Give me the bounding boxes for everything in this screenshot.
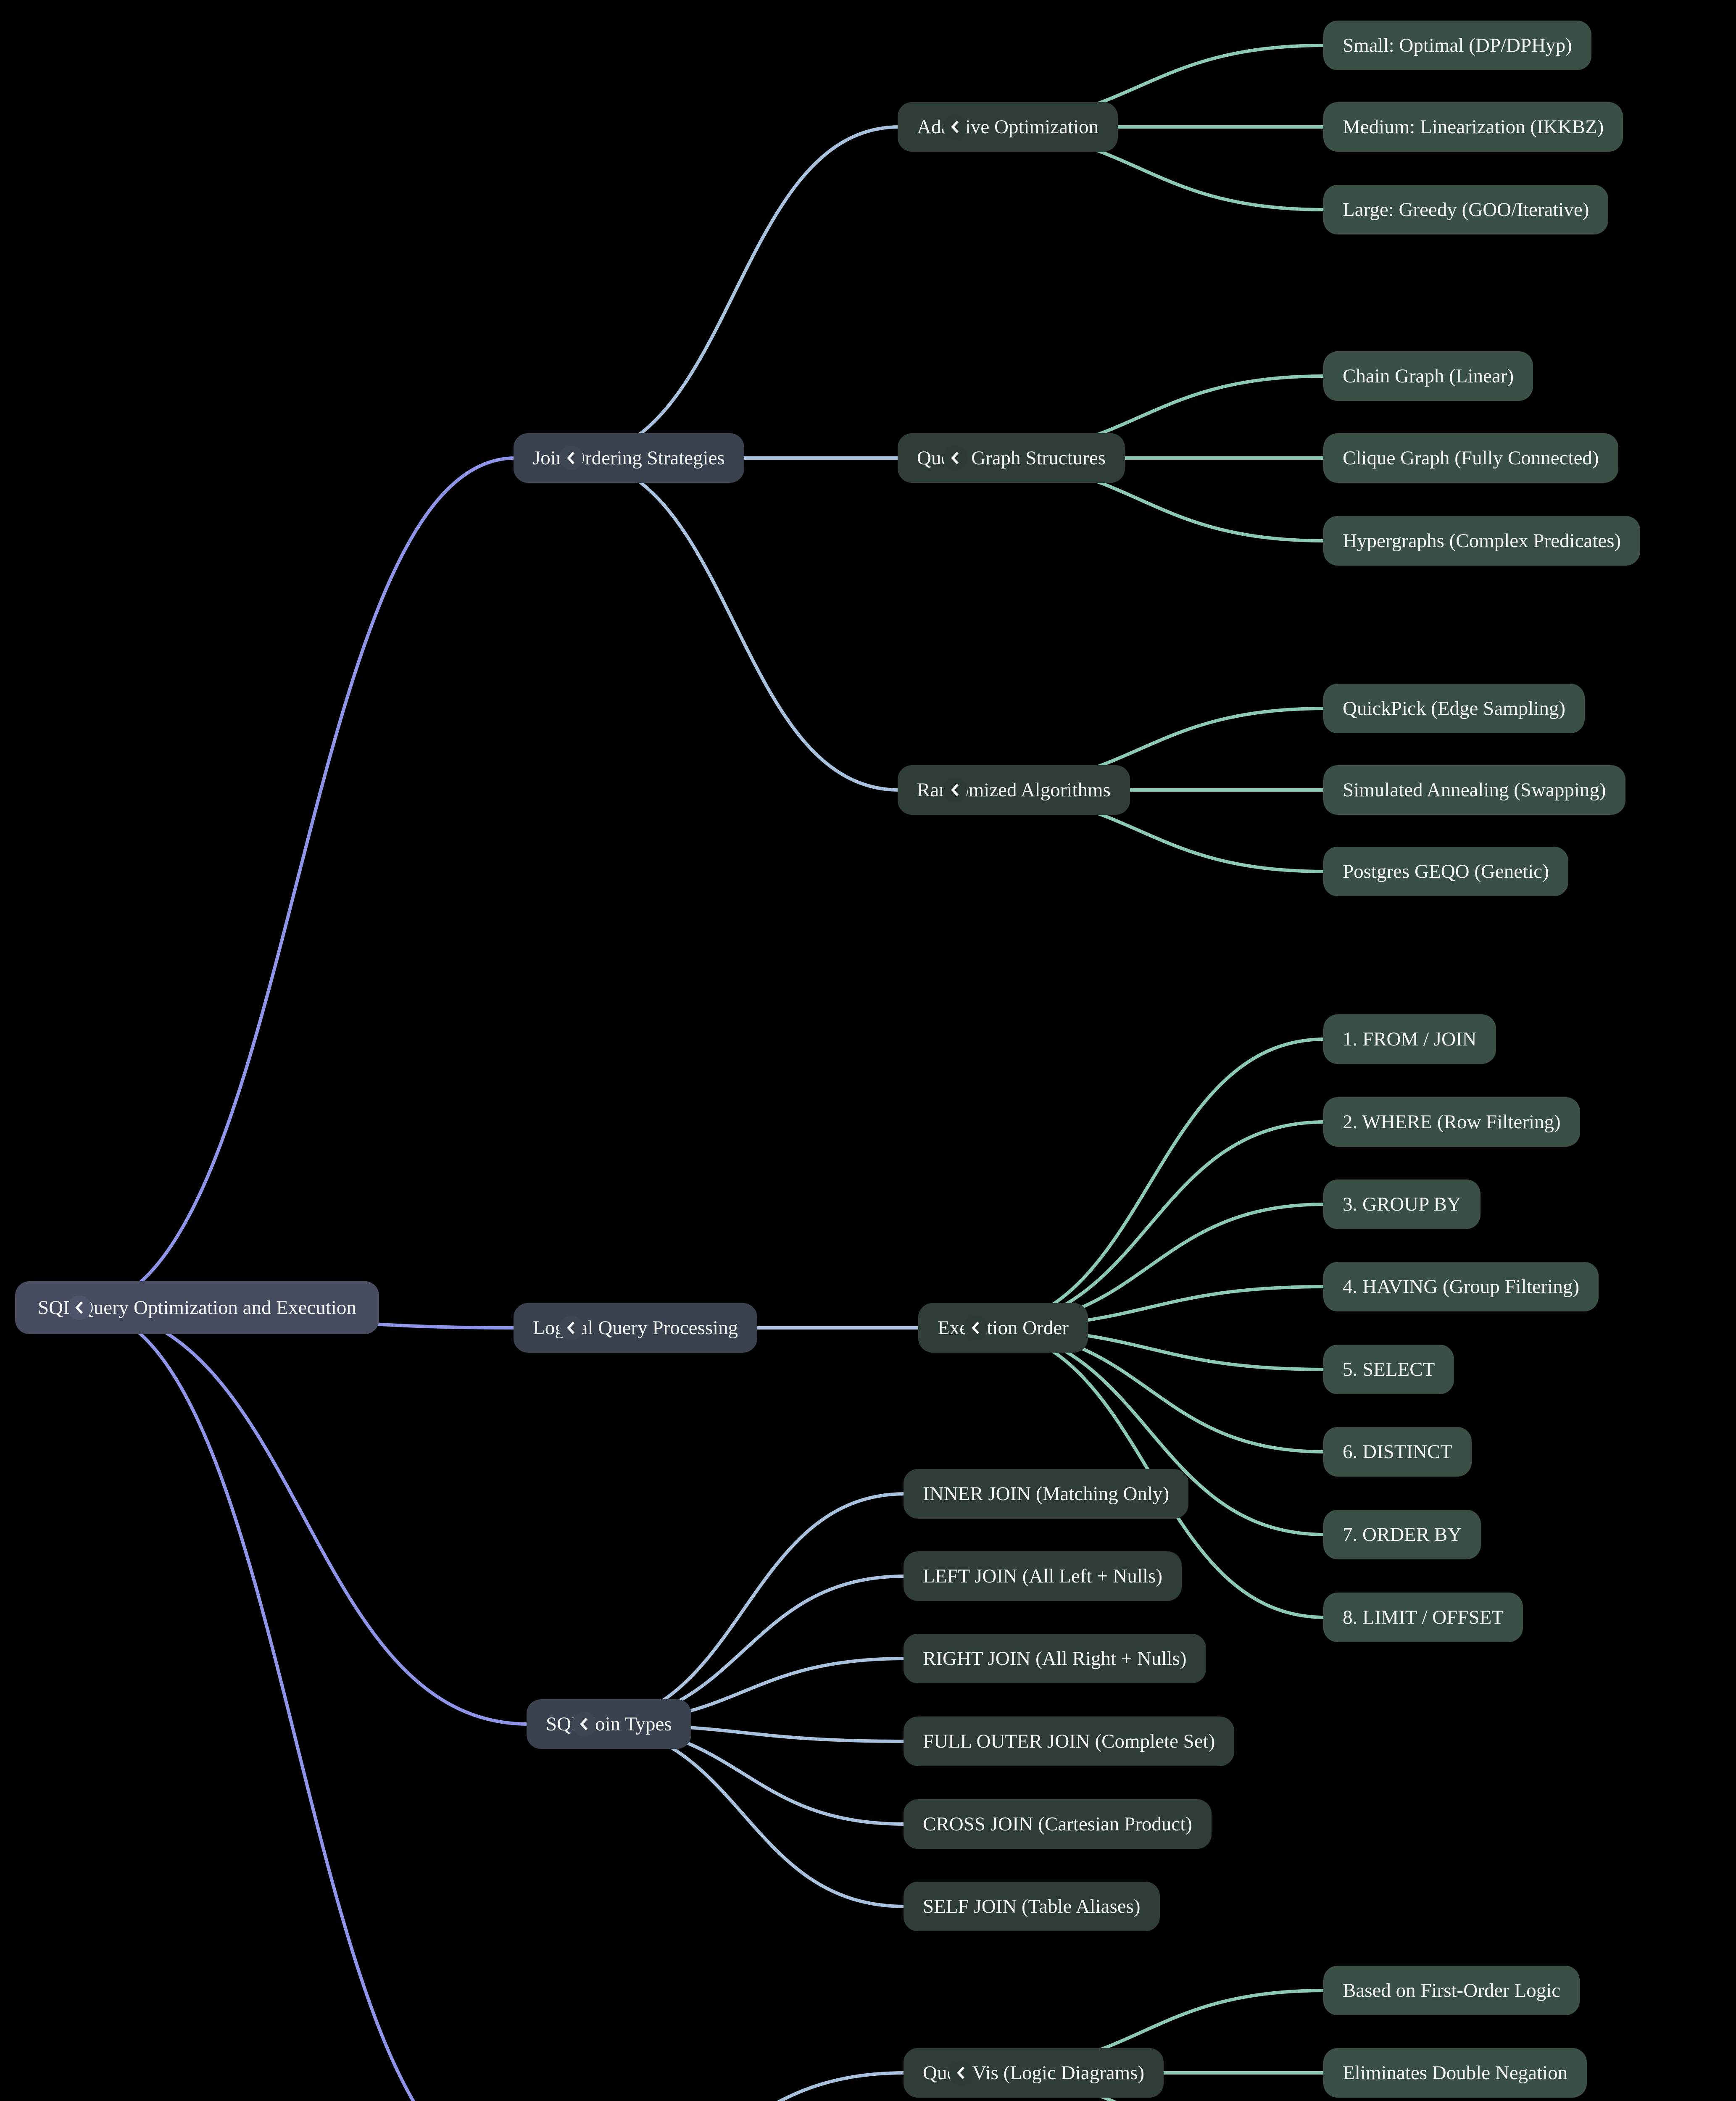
node-label: 1. FROM / JOIN (1343, 1028, 1477, 1050)
node-label: RIGHT JOIN (All Right + Nulls) (923, 1648, 1187, 1669)
node-label: Large: Greedy (GOO/Iterative) (1343, 199, 1589, 221)
chevron-left-icon (567, 1322, 575, 1334)
chevron-left-icon (957, 2067, 965, 2079)
node-join-ordering-strategies[interactable]: Join Ordering Strategies (514, 433, 744, 483)
node-1-from-join[interactable]: 1. FROM / JOIN (1323, 1014, 1496, 1064)
node-label: Simulated Annealing (Swapping) (1343, 779, 1606, 801)
node-quickpick-edge-sampling[interactable]: QuickPick (Edge Sampling) (1323, 684, 1585, 733)
node-label: QuickPick (Edge Sampling) (1343, 698, 1565, 719)
collapse-toggle-queryvis-logic-diagrams-button[interactable] (949, 2061, 973, 2085)
node-adaptive-optimization[interactable]: Adaptive Optimization (898, 102, 1118, 152)
node-eliminates-double-negation[interactable]: Eliminates Double Negation (1323, 2048, 1587, 2098)
node-logical-query-processing[interactable]: Logical Query Processing (514, 1303, 758, 1353)
node-label: 8. LIMIT / OFFSET (1343, 1606, 1504, 1628)
chevron-left-icon (567, 452, 575, 464)
node-queryvis-logic-diagrams[interactable]: QueryVis (Logic Diagrams) (904, 2048, 1164, 2098)
chevron-left-icon (951, 784, 959, 796)
node-label: FULL OUTER JOIN (Complete Set) (923, 1730, 1215, 1752)
node-label: 4. HAVING (Group Filtering) (1343, 1276, 1580, 1298)
node-label: Medium: Linearization (IKKBZ) (1343, 116, 1604, 138)
node-label: SQL Join Types (546, 1713, 672, 1735)
node-large-greedy-goo-iterative[interactable]: Large: Greedy (GOO/Iterative) (1323, 185, 1609, 234)
node-7-order-by[interactable]: 7. ORDER BY (1323, 1510, 1481, 1559)
node-label: 5. SELECT (1343, 1359, 1435, 1380)
node-self-join-table-aliases[interactable]: SELF JOIN (Table Aliases) (904, 1882, 1160, 1931)
branch-link (78, 456, 517, 1309)
node-label: SELF JOIN (Table Aliases) (923, 1896, 1141, 1917)
branch-link (569, 125, 901, 460)
chevron-left-icon (75, 1301, 83, 1314)
node-label: 6. DISTINCT (1343, 1441, 1453, 1463)
branch-link (78, 1306, 416, 2101)
node-right-join-all-right-nulls[interactable]: RIGHT JOIN (All Right + Nulls) (904, 1634, 1206, 1683)
node-5-select[interactable]: 5. SELECT (1323, 1345, 1454, 1394)
node-label: 7. ORDER BY (1343, 1524, 1462, 1545)
branch-link (777, 2071, 907, 2101)
node-hypergraphs-complex-predicates[interactable]: Hypergraphs (Complex Predicates) (1323, 516, 1641, 566)
node-postgres-geqo-genetic[interactable]: Postgres GEQO (Genetic) (1323, 847, 1568, 896)
node-label: 2. WHERE (Row Filtering) (1343, 1111, 1561, 1133)
node-label: CROSS JOIN (Cartesian Product) (923, 1813, 1192, 1835)
node-simulated-annealing-swapping[interactable]: Simulated Annealing (Swapping) (1323, 765, 1625, 815)
node-based-on-first-order-logic[interactable]: Based on First-Order Logic (1323, 1966, 1580, 2015)
node-label: Clique Graph (Fully Connected) (1343, 447, 1599, 469)
node-2-where-row-filtering[interactable]: 2. WHERE (Row Filtering) (1323, 1097, 1580, 1147)
node-8-limit-offset[interactable]: 8. LIMIT / OFFSET (1323, 1593, 1523, 1642)
node-label: Based on First-Order Logic (1343, 1980, 1561, 2001)
branch-link (569, 456, 901, 792)
chevron-left-icon (580, 1718, 588, 1730)
node-label: Execution Order (938, 1317, 1069, 1339)
node-execution-order[interactable]: Execution Order (918, 1303, 1088, 1353)
node-label: Postgres GEQO (Genetic) (1343, 861, 1549, 882)
node-3-group-by[interactable]: 3. GROUP BY (1323, 1180, 1480, 1229)
collapse-toggle-join-ordering-strategies-button[interactable] (559, 446, 583, 470)
node-chain-graph-linear[interactable]: Chain Graph (Linear) (1323, 351, 1533, 401)
collapse-toggle-execution-order-button[interactable] (964, 1316, 988, 1340)
node-label: Hypergraphs (Complex Predicates) (1343, 530, 1621, 552)
node-left-join-all-left-nulls[interactable]: LEFT JOIN (All Left + Nulls) (904, 1551, 1182, 1601)
node-label: Small: Optimal (DP/DPHyp) (1343, 34, 1572, 56)
branch-link (582, 1722, 907, 1908)
collapse-toggle-sql-query-optimization-and-execution-button[interactable] (67, 1295, 92, 1320)
node-query-graph-structures[interactable]: Query Graph Structures (898, 433, 1125, 483)
node-label: LEFT JOIN (All Left + Nulls) (923, 1565, 1162, 1587)
node-label: Chain Graph (Linear) (1343, 365, 1514, 387)
collapse-toggle-randomized-algorithms-button[interactable] (943, 778, 967, 802)
node-6-distinct[interactable]: 6. DISTINCT (1323, 1427, 1472, 1477)
branch-link (78, 1306, 530, 1726)
node-label: INNER JOIN (Matching Only) (923, 1483, 1170, 1505)
chevron-left-icon (951, 121, 959, 133)
node-medium-linearization-ikkbz[interactable]: Medium: Linearization (IKKBZ) (1323, 102, 1623, 152)
node-label: 3. GROUP BY (1343, 1193, 1461, 1215)
chevron-left-icon (972, 1322, 980, 1334)
node-small-optimal-dp-dphyp[interactable]: Small: Optimal (DP/DPHyp) (1323, 21, 1591, 70)
node-clique-graph-fully-connected[interactable]: Clique Graph (Fully Connected) (1323, 433, 1618, 483)
node-full-outer-join-complete-set[interactable]: FULL OUTER JOIN (Complete Set) (904, 1717, 1235, 1766)
chevron-left-icon (951, 452, 959, 464)
node-sql-join-types[interactable]: SQL Join Types (527, 1699, 691, 1749)
collapse-toggle-query-graph-structures-button[interactable] (943, 446, 967, 470)
collapse-toggle-adaptive-optimization-button[interactable] (943, 115, 967, 139)
collapse-toggle-sql-join-types-button[interactable] (572, 1712, 596, 1736)
branch-link (974, 1120, 1327, 1330)
node-randomized-algorithms[interactable]: Randomized Algorithms (898, 765, 1130, 815)
node-cross-join-cartesian-product[interactable]: CROSS JOIN (Cartesian Product) (904, 1799, 1212, 1849)
node-inner-join-matching-only[interactable]: INNER JOIN (Matching Only) (904, 1469, 1189, 1519)
collapse-toggle-logical-query-processing-button[interactable] (559, 1316, 583, 1340)
node-label: Eliminates Double Negation (1343, 2062, 1568, 2084)
branch-link (974, 1037, 1327, 1330)
node-4-having-group-filtering[interactable]: 4. HAVING (Group Filtering) (1323, 1262, 1599, 1311)
